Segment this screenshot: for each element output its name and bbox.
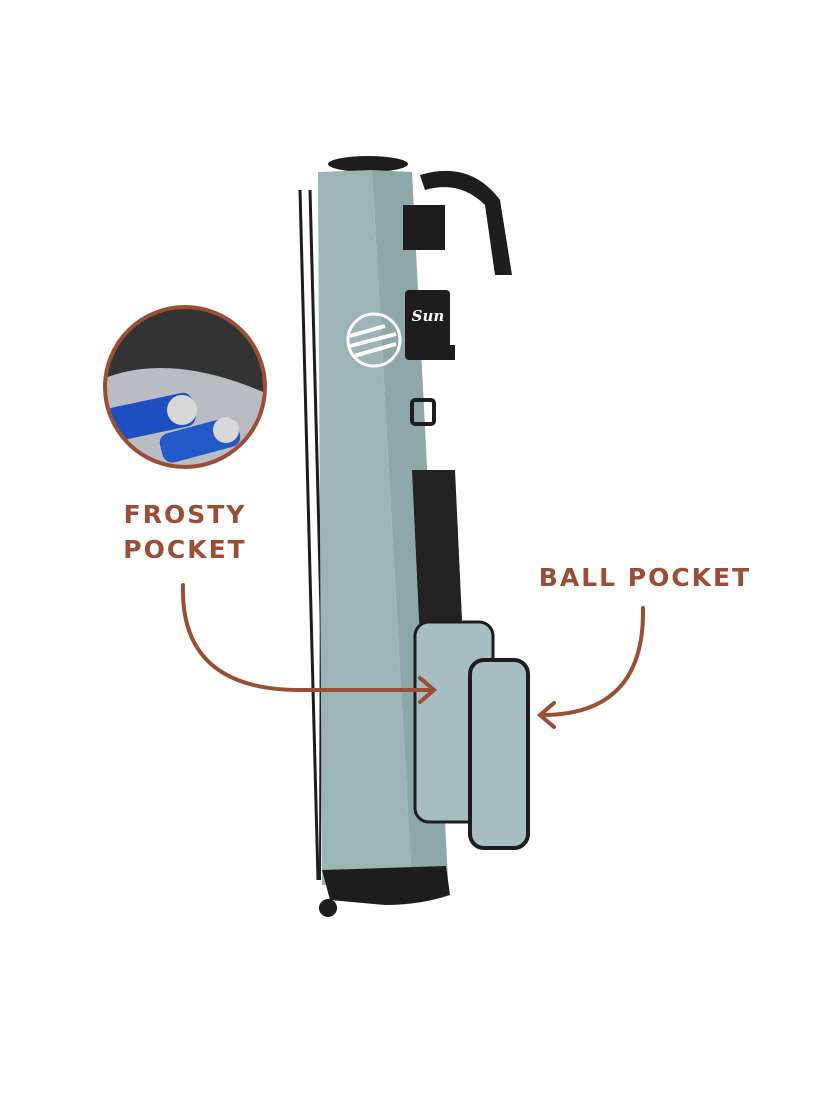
carry-handle [420,170,512,275]
inset-frame [103,305,267,469]
bag-base [322,866,450,905]
leg-foot [319,899,337,917]
brand-patch-text: Sun [411,307,445,325]
strap-buckle [410,398,436,426]
frosty-pocket-inset-photo [105,307,265,467]
frosty-label-line1: FROSTY [123,500,247,529]
top-rim [328,156,408,172]
arrow-frosty-icon [180,583,438,704]
strap-mid [410,345,455,360]
brand-patch [405,290,450,360]
ball-pocket-label: BALL POCKET [538,563,752,592]
mesh-water-pocket [412,470,462,640]
arrow-ball-icon [536,606,646,729]
brand-logo-icon [346,312,402,368]
ball-pocket [468,658,530,850]
bag-front-panel [318,170,412,885]
strap-top [403,205,445,250]
frosty-pocket-label: FROSTY POCKET [95,497,275,567]
frosty-label-line2: POCKET [123,535,247,564]
